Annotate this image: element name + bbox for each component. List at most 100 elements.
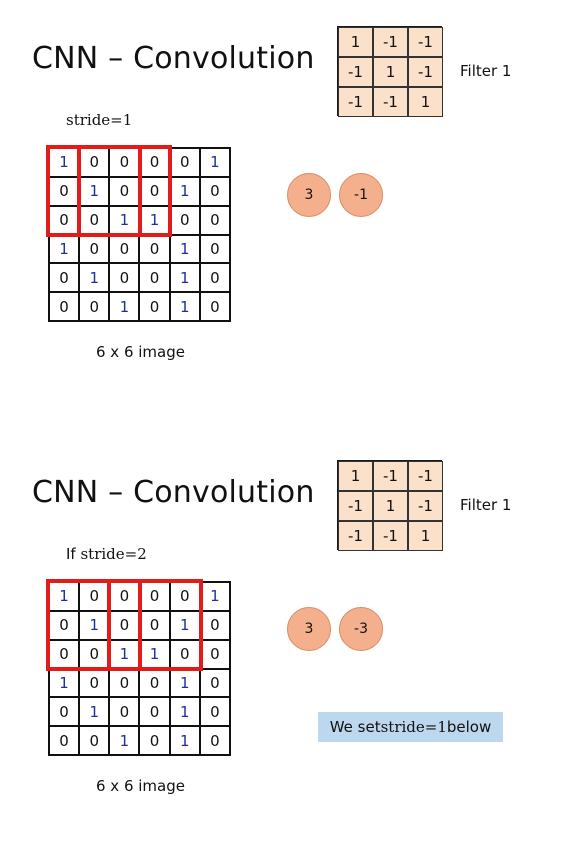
image-caption: 6 x 6 image xyxy=(96,343,185,361)
image-cell: 0 xyxy=(199,263,230,293)
filter-cell: -1 xyxy=(373,27,408,57)
slide-title: CNN – Convolution xyxy=(32,475,315,510)
stride-value: stride=1 xyxy=(66,111,133,129)
filter-cell: -1 xyxy=(338,57,373,87)
filter-cell: -1 xyxy=(408,461,443,491)
slide-title: CNN – Convolution xyxy=(32,41,315,76)
image-cell: 0 xyxy=(169,148,200,177)
image-cell: 1 xyxy=(199,582,230,611)
image-cell: 0 xyxy=(79,582,110,611)
image-cell: 0 xyxy=(199,639,230,669)
image-cell: 1 xyxy=(169,263,200,293)
image-cell: 0 xyxy=(49,610,80,640)
image-cell: 1 xyxy=(49,582,80,611)
image-cell: 0 xyxy=(139,668,170,698)
filter-cell: -1 xyxy=(373,521,408,551)
result-circle-1: 3 xyxy=(287,607,331,651)
image-cell: 0 xyxy=(139,726,170,755)
stride-label: If stride=2 xyxy=(66,545,147,563)
image-cell: 0 xyxy=(139,148,170,177)
image-cell: 1 xyxy=(169,610,200,640)
filter-cell: -1 xyxy=(338,491,373,521)
image-cell: 0 xyxy=(79,726,110,755)
stride-label: stride=1 xyxy=(66,111,132,129)
image-cell: 0 xyxy=(139,292,170,321)
filter-cell: -1 xyxy=(408,27,443,57)
image-cell: 1 xyxy=(49,668,80,698)
image-cell: 1 xyxy=(109,292,140,321)
image-cell: 0 xyxy=(199,205,230,235)
stride-value: stride=2 xyxy=(80,545,147,563)
image-cell: 0 xyxy=(79,639,110,669)
image-cell: 0 xyxy=(199,726,230,755)
image-cell: 1 xyxy=(109,639,140,669)
image-cell: 0 xyxy=(49,263,80,293)
filter-cell: 1 xyxy=(408,521,443,551)
image-cell: 0 xyxy=(49,292,80,321)
result-circle-1: 3 xyxy=(287,173,331,217)
image-cell: 0 xyxy=(79,668,110,698)
filter-cell: -1 xyxy=(408,491,443,521)
image-cell: 1 xyxy=(169,697,200,727)
image-cell: 0 xyxy=(49,697,80,727)
image-cell: 0 xyxy=(139,697,170,727)
image-cell: 0 xyxy=(109,176,140,206)
image-cell: 0 xyxy=(49,726,80,755)
result-circle-2: -1 xyxy=(339,173,383,217)
image-cell: 1 xyxy=(169,292,200,321)
image-cell: 0 xyxy=(49,205,80,235)
image-cell: 0 xyxy=(109,263,140,293)
note-prefix: We set xyxy=(329,718,381,736)
result-circle-2: -3 xyxy=(339,607,383,651)
image-cell: 1 xyxy=(169,668,200,698)
image-cell: 1 xyxy=(79,697,110,727)
image-cell: 1 xyxy=(139,205,170,235)
image-cell: 0 xyxy=(199,176,230,206)
filter-label: Filter 1 xyxy=(460,62,512,80)
image-cell: 0 xyxy=(199,610,230,640)
image-cell: 0 xyxy=(109,697,140,727)
image-caption: 6 x 6 image xyxy=(96,777,185,795)
image-cell: 0 xyxy=(49,639,80,669)
image-cell: 1 xyxy=(49,234,80,264)
image-cell: 1 xyxy=(79,610,110,640)
image-cell: 0 xyxy=(79,292,110,321)
filter-cell: 1 xyxy=(373,57,408,87)
stride-prefix: If xyxy=(66,545,81,563)
filter-cell: -1 xyxy=(373,461,408,491)
image-cell: 1 xyxy=(79,263,110,293)
image-cell: 1 xyxy=(199,148,230,177)
filter-cell: -1 xyxy=(408,57,443,87)
note-stride: stride=1 xyxy=(380,718,447,736)
image-cell: 0 xyxy=(49,176,80,206)
image-cell: 1 xyxy=(169,234,200,264)
image-cell: 0 xyxy=(139,610,170,640)
image-cell: 0 xyxy=(199,234,230,264)
image-cell: 0 xyxy=(79,234,110,264)
image-cell: 0 xyxy=(139,582,170,611)
image-cell: 0 xyxy=(199,668,230,698)
filter-cell: 1 xyxy=(408,87,443,117)
image-cell: 0 xyxy=(169,205,200,235)
filter-cell: 1 xyxy=(338,27,373,57)
image-cell: 0 xyxy=(109,148,140,177)
image-cell: 1 xyxy=(169,176,200,206)
filter-label: Filter 1 xyxy=(460,496,512,514)
image-cell: 1 xyxy=(79,176,110,206)
image-cell: 1 xyxy=(139,639,170,669)
image-cell: 0 xyxy=(139,176,170,206)
filter-cell: 1 xyxy=(338,461,373,491)
image-cell: 0 xyxy=(199,697,230,727)
filter-cell: -1 xyxy=(338,521,373,551)
image-cell: 0 xyxy=(79,148,110,177)
image-cell: 0 xyxy=(169,582,200,611)
image-cell: 0 xyxy=(109,234,140,264)
image-cell: 0 xyxy=(109,610,140,640)
image-cell: 1 xyxy=(109,726,140,755)
image-cell: 0 xyxy=(169,639,200,669)
